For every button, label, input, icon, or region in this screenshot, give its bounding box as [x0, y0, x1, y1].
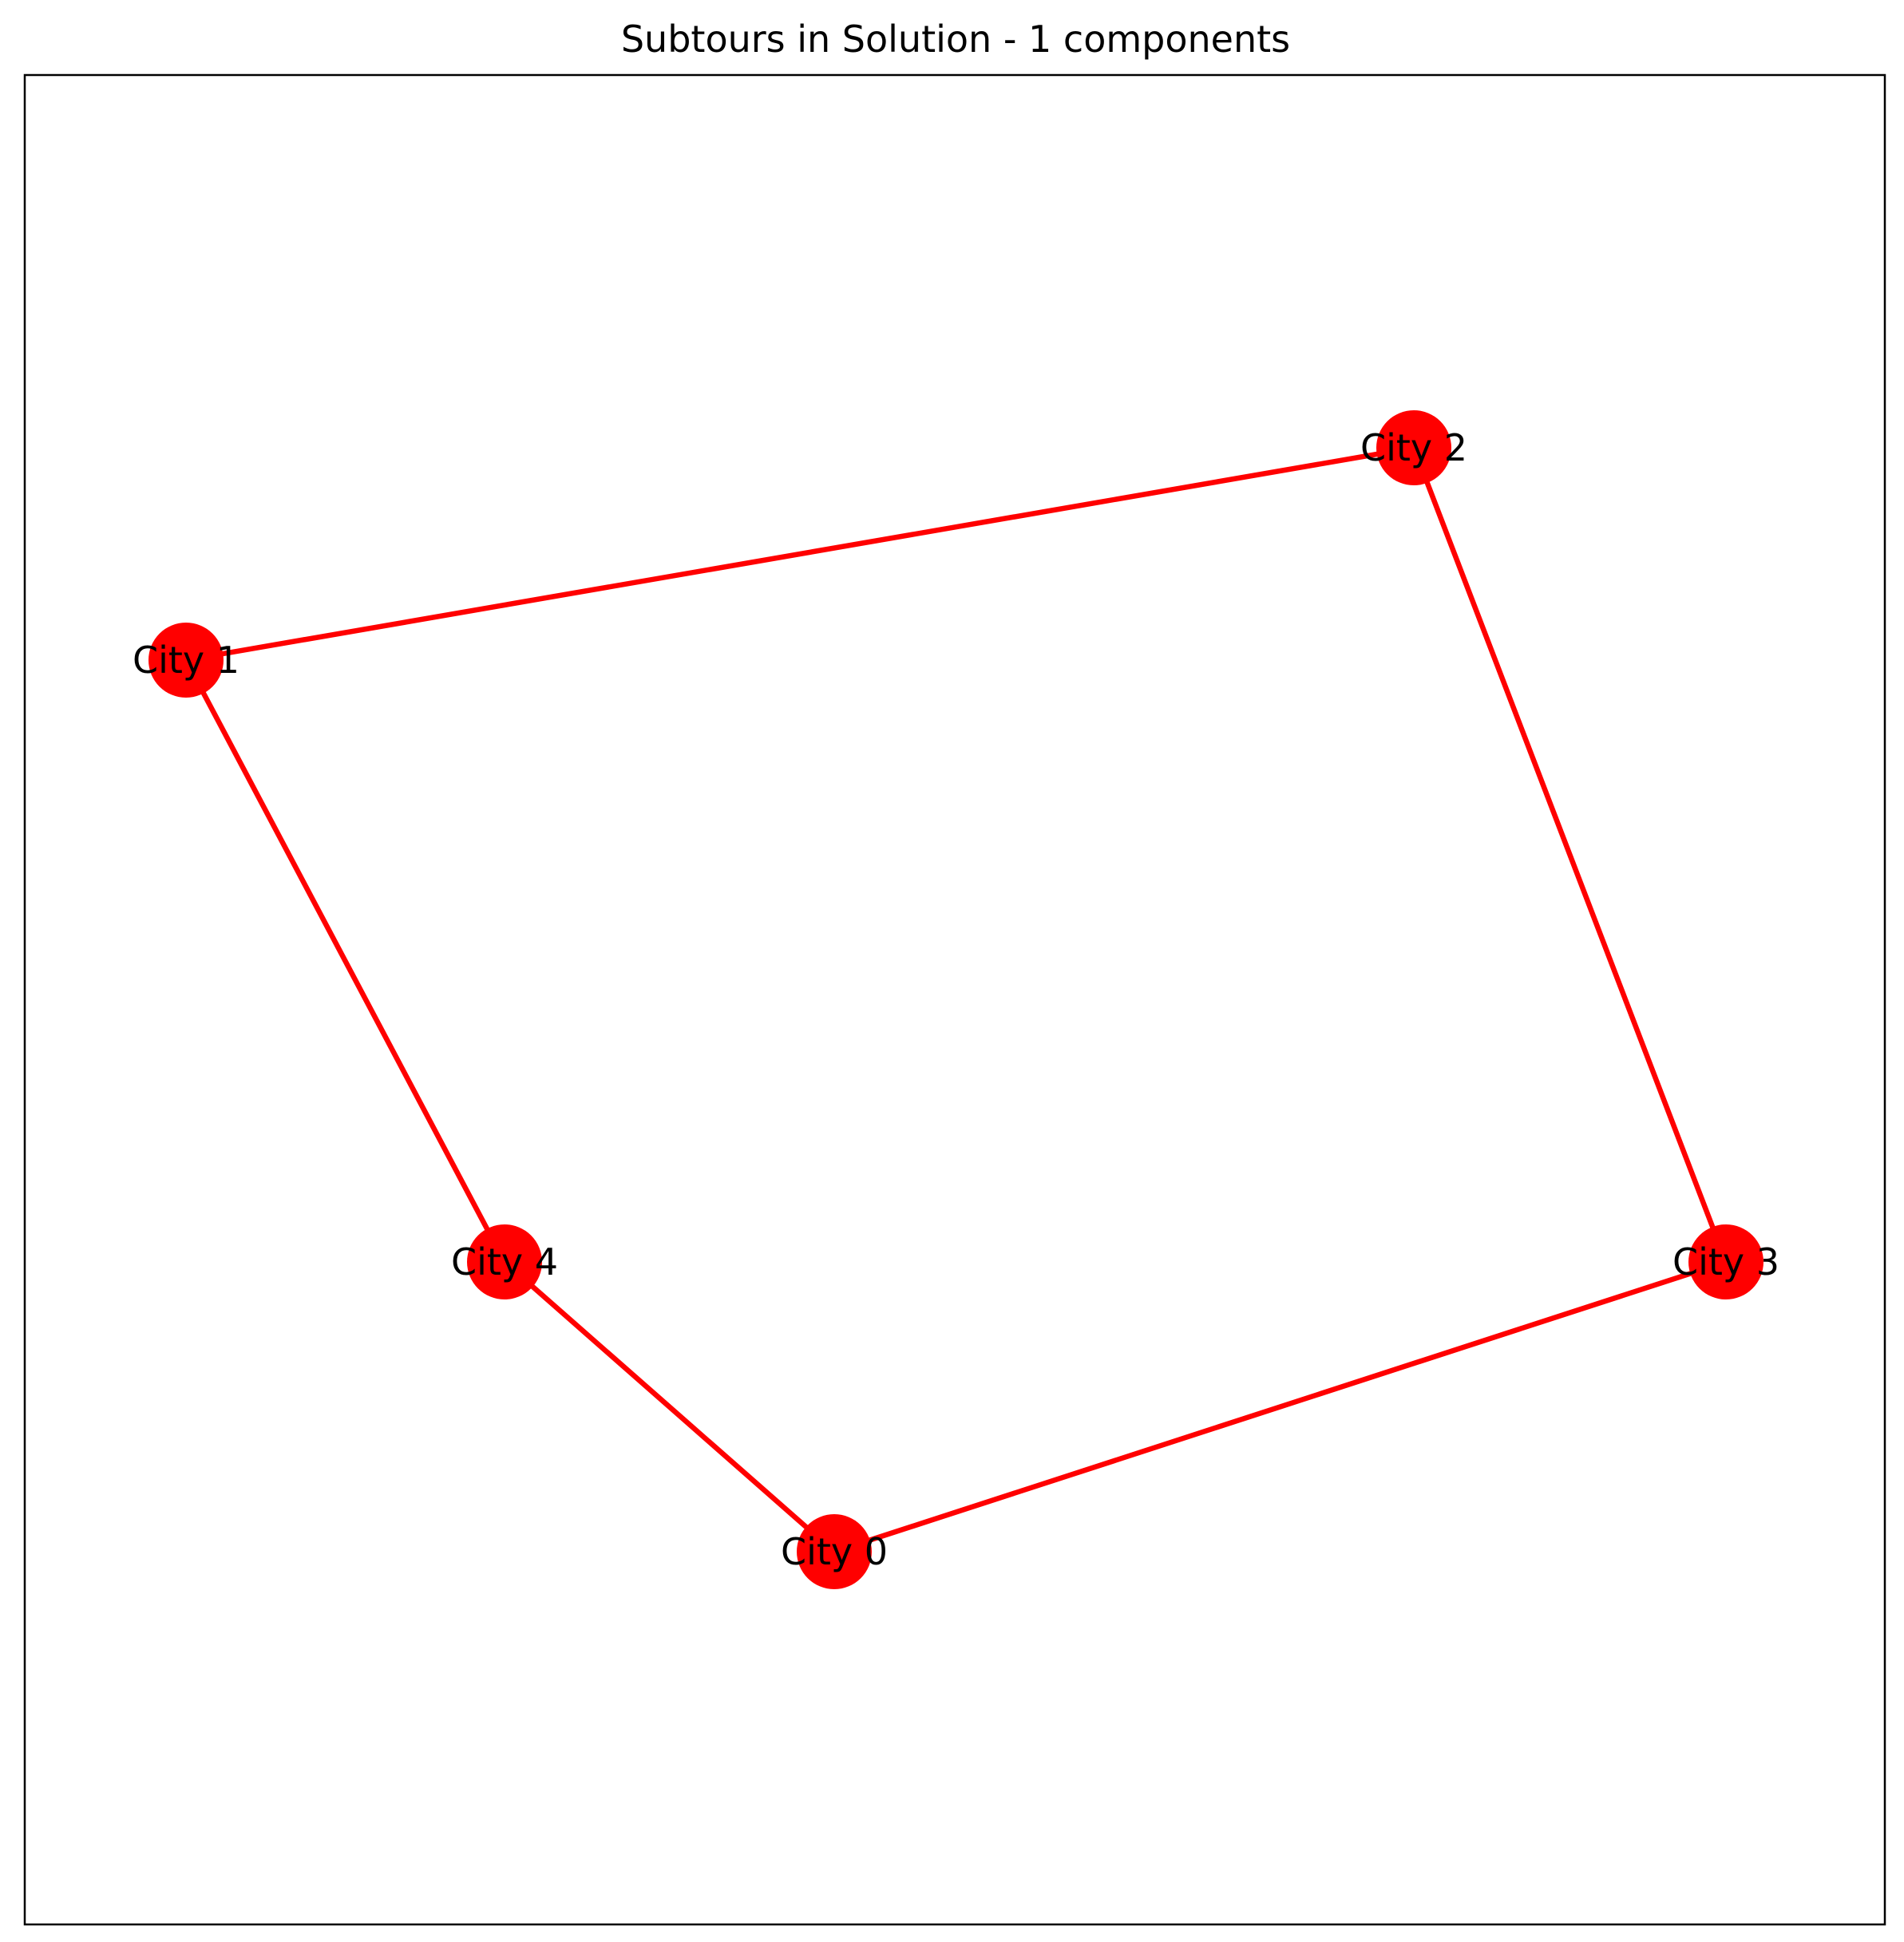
- node-label-city-3: City 3: [1672, 1240, 1779, 1283]
- edge-city-1-city-2: [185, 445, 1415, 663]
- figure-title: Subtours in Solution - 1 components: [621, 18, 1290, 61]
- node-label-city-4: City 4: [451, 1240, 558, 1283]
- plot-frame: [23, 73, 1886, 1926]
- node-city-1: [148, 623, 224, 698]
- edge-city-4-city-1: [184, 659, 507, 1264]
- node-city-3: [1688, 1224, 1763, 1299]
- edge-city-2-city-3: [1411, 446, 1729, 1264]
- edge-city-0-city-4: [502, 1260, 837, 1554]
- node-city-0: [797, 1514, 872, 1589]
- node-city-4: [467, 1224, 542, 1299]
- edge-layer: [184, 445, 1729, 1555]
- node-city-2: [1376, 410, 1451, 485]
- node-label-city-2: City 2: [1360, 426, 1467, 469]
- edge-city-3-city-0: [833, 1259, 1728, 1555]
- label-layer: City 0 City 1 City 2 City 3 City 4: [133, 426, 1779, 1573]
- node-label-city-0: City 0: [781, 1530, 888, 1573]
- node-layer: [148, 410, 1763, 1589]
- node-label-city-1: City 1: [133, 639, 239, 682]
